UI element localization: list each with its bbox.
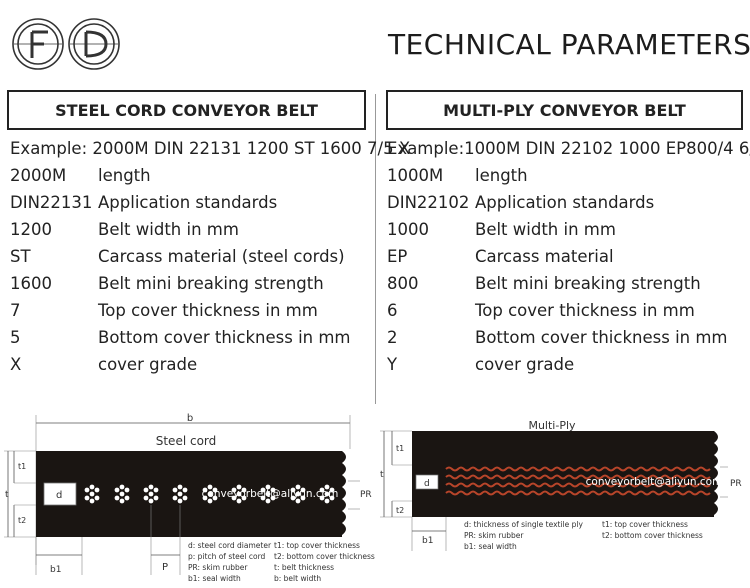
multi-ply-spec-description: Top cover thickness in mm [475,301,695,320]
dim-b-label: b [187,413,193,424]
multi-ply-spec-description: length [475,166,528,185]
ply-legend-pr: PR: skim rubber [464,531,524,540]
ply-dim-t2-label: t2 [396,506,404,515]
steel-cord [231,484,247,504]
multi-ply-spec-code: 800 [387,274,419,293]
multi-ply-spec-description: Bottom cover thickness in mm [475,328,728,347]
ply-legend-t1: t1: top cover thickness [602,520,688,529]
multi-ply-spec-code: 1000M [387,166,444,185]
ply-dim-t1-label: t1 [396,444,404,453]
steel-cord [172,484,188,504]
multi-ply-spec-description: Carcass material [475,247,614,266]
legend-p: p: pitch of steel cord [188,552,266,561]
dim-p-label: P [162,562,168,573]
steel-cord-example: Example: 2000M DIN 22131 1200 ST 1600 7/… [10,139,411,158]
multi-ply-spec-description: Belt mini breaking strength [475,274,701,293]
multi-ply-spec-code: 6 [387,301,398,320]
steel-cord [290,484,306,504]
steel-cord-spec-code: 7 [10,301,21,320]
steel-cord-spec-code: 1200 [10,220,52,239]
steel-watermark: conveyorbelt@aliyun.com [202,488,339,500]
steel-cord-spec-description: cover grade [98,355,198,374]
steel-cord-spec-code: ST [10,247,31,266]
textile-ply [445,474,711,480]
steel-cord-spec-code: 2000M [10,166,67,185]
steel-cord-spec-description: Belt mini breaking strength [98,274,324,293]
multi-ply-spec-code: DIN22102 [387,193,470,212]
steel-cord-spec-description: Bottom cover thickness in mm [98,328,351,347]
legend-b: b: belt width [274,574,321,583]
textile-ply [445,490,711,496]
multi-ply-spec-code: EP [387,247,408,266]
steel-cord-heading: STEEL CORD CONVEYOR BELT [7,90,366,130]
steel-cord-spec-code: 5 [10,328,21,347]
legend-t1: t1: top cover thickness [274,541,360,550]
steel-cords [84,484,335,504]
multi-ply-spec-description: Belt width in mm [475,220,616,239]
textile-ply [445,482,711,488]
multi-ply-spec-description: Application standards [475,193,655,212]
multi-ply-diagram: Multi-Ply conveyorbelt@aliyun.com t t1 t… [376,405,750,588]
steel-cord [202,484,218,504]
ply-dim-d-label: d [424,479,430,489]
legend-pr: PR: skim rubber [188,563,248,572]
steel-cord-spec-description: Top cover thickness in mm [98,301,318,320]
page-title: TECHNICAL PARAMETERS [388,28,750,61]
dim-t-label: t [5,490,9,500]
steel-cord-spec-description: length [98,166,151,185]
legend-t2: t2: bottom cover thickness [274,552,375,561]
steel-cord-spec-description: Belt width in mm [98,220,239,239]
steel-cord [319,484,335,504]
steel-cord [84,484,100,504]
legend-b1: b1: seal width [188,574,241,583]
legend-t: t: belt thickness [274,563,334,572]
steel-cord-title: Steel cord [156,434,217,448]
dim-b1-label: b1 [50,565,61,575]
ply-legend-d: d: thickness of single textile ply [464,520,583,529]
dim-t1-label: t1 [18,462,26,471]
steel-cord-spec-code: X [10,355,22,374]
steel-cord-spec-description: Carcass material (steel cords) [98,247,345,266]
multi-ply-title: Multi-Ply [528,419,576,432]
textile-plies [445,466,711,496]
multi-ply-heading: MULTI-PLY CONVEYOR BELT [386,90,743,130]
ply-legend-b1: b1: seal width [464,542,517,551]
ply-dim-t-label: t [380,470,384,480]
multi-ply-spec-description: cover grade [475,355,575,374]
ply-watermark: conveyorbelt@aliyun.com [586,476,723,488]
steel-cord-spec-code: 1600 [10,274,52,293]
dim-d-label: d [56,490,62,501]
ply-legend-t2: t2: bottom cover thickness [602,531,703,540]
column-divider [375,94,376,404]
steel-cord [260,484,276,504]
steel-cord [143,484,159,504]
multi-ply-spec-code: 2 [387,328,398,347]
steel-cord-diagram: b Steel cord conveyorbelt@aliyun.com t t… [0,405,376,588]
multi-ply-spec-code: Y [387,355,398,374]
dim-pr-label: PR [360,490,372,500]
legend-d: d: steel cord diameter [188,541,272,550]
steel-cord-spec-code: DIN22131 [10,193,93,212]
multi-ply-example: Example:1000M DIN 22102 1000 EP800/4 6/2… [387,139,750,158]
steel-cord-spec-description: Application standards [98,193,278,212]
dim-t2-label: t2 [18,516,26,525]
ply-dim-pr-label: PR [730,479,742,489]
ply-dim-b1-label: b1 [422,536,433,546]
textile-ply [445,466,711,472]
company-logo [10,14,122,74]
multi-ply-spec-code: 1000 [387,220,429,239]
steel-cord [114,484,130,504]
